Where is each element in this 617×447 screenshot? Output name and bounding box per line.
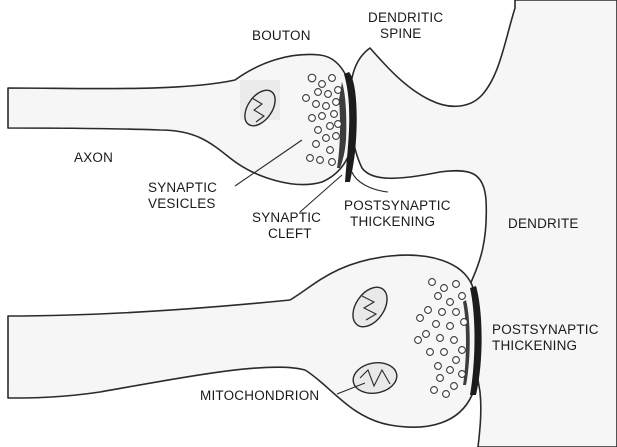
synaptic-vesicle <box>307 73 317 83</box>
synaptic-vesicle <box>322 134 330 142</box>
label-mitochondrion: MITOCHONDRION <box>200 388 319 403</box>
synaptic-vesicle <box>432 320 440 328</box>
synaptic-vesicle <box>314 88 322 96</box>
postsynaptic-thickening-bottom <box>470 286 482 395</box>
label-synaptic-cleft-line1: SYNAPTIC <box>252 210 321 225</box>
synaptic-vesicle <box>324 90 332 98</box>
synaptic-vesicle <box>458 292 466 300</box>
synaptic-vesicle <box>446 298 454 306</box>
upper-axon-and-bouton <box>7 53 356 186</box>
synaptic-vesicle <box>328 74 336 82</box>
label-synaptic-vesicles-line1: SYNAPTIC <box>148 180 217 195</box>
leader-synaptic-vesicles <box>234 139 303 187</box>
synaptic-vesicle <box>460 318 468 326</box>
synaptic-vesicle <box>334 120 342 128</box>
lower-mitochondrion-1 <box>352 286 388 328</box>
synaptic-vesicle <box>442 390 450 398</box>
synaptic-vesicle <box>308 114 316 122</box>
label-postsynaptic-top-line2: THICKENING <box>350 214 435 229</box>
synaptic-vesicle <box>312 140 320 148</box>
synaptic-vesicle <box>424 306 432 314</box>
synaptic-vesicle <box>332 132 340 140</box>
synaptic-vesicle <box>452 356 460 364</box>
leader-mitochondrion <box>336 382 366 395</box>
synaptic-vesicle <box>312 100 320 108</box>
synaptic-vesicle <box>316 156 324 164</box>
synaptic-vesicle <box>318 112 326 120</box>
lower-mitochondrion-2 <box>352 362 398 394</box>
synaptic-vesicle <box>332 98 340 106</box>
synaptic-vesicle <box>426 348 434 356</box>
synaptic-vesicle <box>306 154 314 162</box>
synaptic-vesicle <box>446 366 454 374</box>
upper-mitochondrion <box>240 80 280 127</box>
label-axon: AXON <box>74 150 113 165</box>
label-dendritic-spine-line1: DENDRITIC <box>368 10 443 25</box>
synaptic-vesicle <box>434 362 442 370</box>
synaptic-vesicle <box>430 386 438 394</box>
synaptic-vesicle <box>452 280 460 288</box>
presynaptic-density-bottom <box>463 300 470 385</box>
synaptic-vesicle <box>450 382 458 390</box>
synaptic-vesicle <box>452 308 460 316</box>
label-bouton: BOUTON <box>252 28 311 43</box>
label-postsynaptic-bottom-line1: POSTSYNAPTIC <box>492 322 599 337</box>
synaptic-vesicles-lower <box>414 278 468 398</box>
label-synaptic-cleft-line2: CLEFT <box>268 226 312 241</box>
synaptic-vesicle <box>326 146 334 154</box>
synaptic-vesicle <box>438 308 446 316</box>
synaptic-vesicle <box>330 110 338 118</box>
leader-postsynaptic-top <box>351 171 389 193</box>
label-dendrite: DENDRITE <box>508 216 579 231</box>
synaptic-vesicle <box>434 292 442 300</box>
synaptic-vesicle <box>414 336 422 344</box>
synaptic-vesicles-upper <box>302 73 342 166</box>
synaptic-vesicle <box>446 322 454 330</box>
synaptic-vesicle <box>436 374 444 382</box>
synaptic-vesicle <box>450 336 458 344</box>
synaptic-vesicle <box>314 126 322 134</box>
leader-synaptic-cleft <box>299 174 343 213</box>
label-dendritic-spine-line2: SPINE <box>380 26 422 41</box>
synaptic-vesicle <box>440 348 448 356</box>
synaptic-vesicle <box>436 334 444 342</box>
synaptic-vesicle <box>302 94 310 102</box>
synaptic-vesicle <box>458 370 466 378</box>
label-postsynaptic-top-line1: POSTSYNAPTIC <box>344 198 451 213</box>
synaptic-vesicle <box>334 86 342 94</box>
synaptic-vesicle <box>428 278 436 286</box>
synaptic-vesicle <box>328 158 336 166</box>
synaptic-vesicle <box>322 102 330 110</box>
label-synaptic-vesicles-line2: VESICLES <box>148 196 216 211</box>
synaptic-vesicle <box>416 314 424 322</box>
synaptic-vesicle <box>440 284 448 292</box>
synaptic-vesicle <box>458 346 466 354</box>
synaptic-vesicle <box>422 330 430 338</box>
label-postsynaptic-bottom-line2: THICKENING <box>492 338 577 353</box>
synaptic-vesicle <box>318 80 326 88</box>
postsynaptic-thickening-top <box>344 72 357 182</box>
synaptic-vesicle <box>326 122 334 130</box>
